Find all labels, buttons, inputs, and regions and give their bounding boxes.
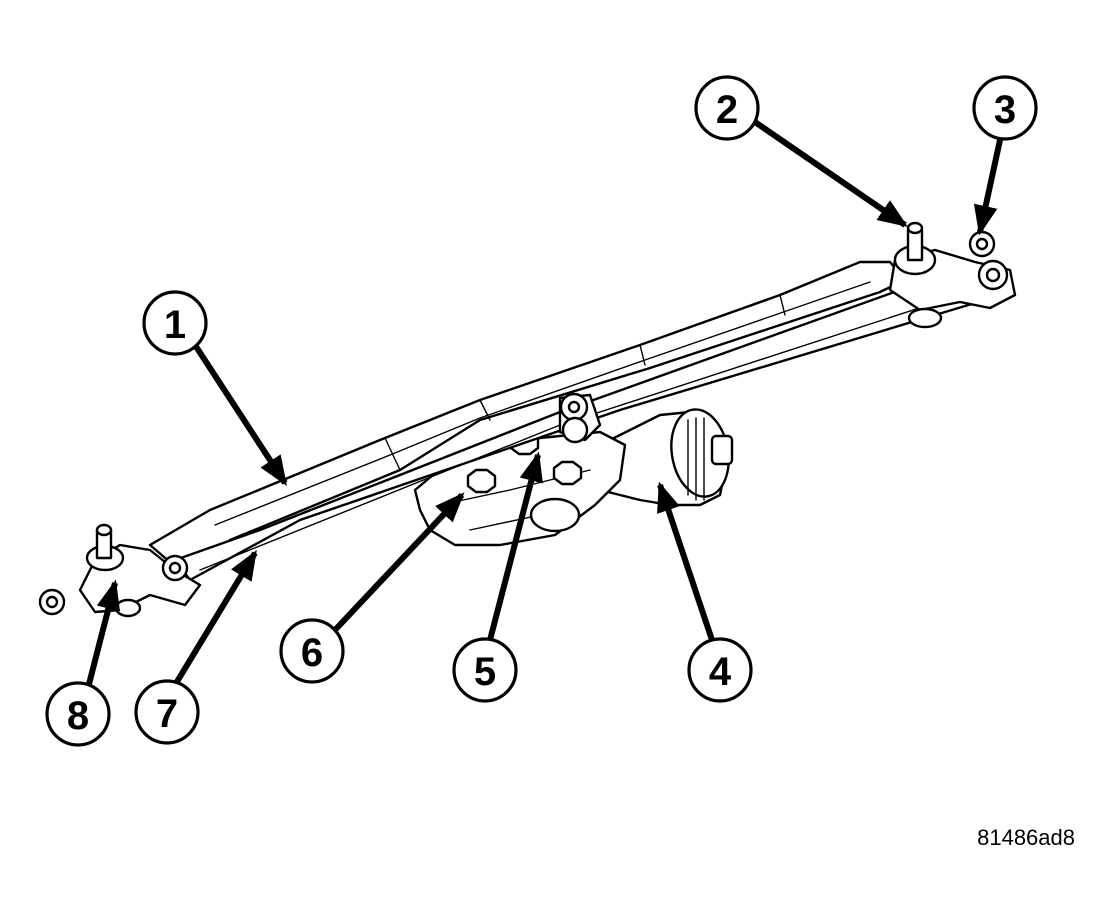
svg-text:7: 7 xyxy=(156,692,178,736)
callout-8: 8 xyxy=(45,681,111,747)
svg-text:6: 6 xyxy=(301,631,323,675)
svg-text:1: 1 xyxy=(164,303,186,347)
right-pivot-assembly xyxy=(888,221,1017,329)
figure-id: 81486ad8 xyxy=(977,825,1075,850)
svg-text:3: 3 xyxy=(994,88,1016,132)
svg-text:5: 5 xyxy=(474,650,496,694)
svg-text:8: 8 xyxy=(67,694,89,738)
callout-4: 4 xyxy=(687,637,753,703)
callout-6: 6 xyxy=(279,618,345,684)
svg-text:2: 2 xyxy=(716,88,738,132)
callout-5: 5 xyxy=(452,637,518,703)
wiper-motor xyxy=(598,408,734,507)
callout-1: 1 xyxy=(142,290,208,356)
callout-7: 7 xyxy=(134,679,200,745)
callout-2: 2 xyxy=(694,75,760,141)
callout-3: 3 xyxy=(972,75,1038,141)
svg-text:4: 4 xyxy=(709,650,732,694)
motor-crank-arm xyxy=(558,392,602,444)
callout-leaders xyxy=(85,119,1003,689)
